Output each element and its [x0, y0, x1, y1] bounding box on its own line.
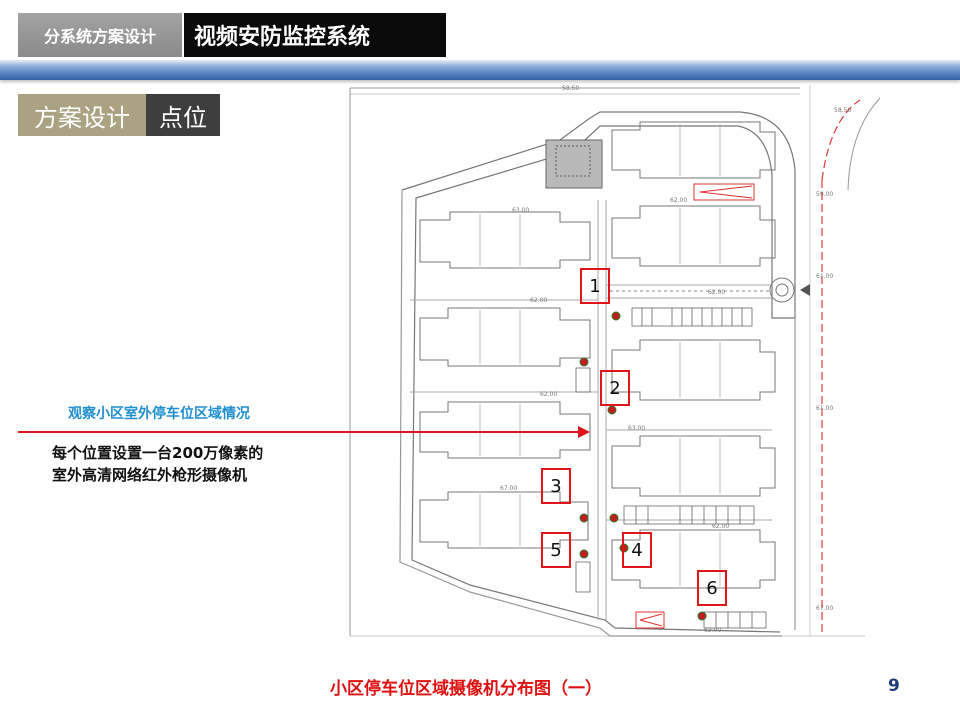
- observe-parking-label: 观察小区室外停车位区域情况: [68, 406, 250, 422]
- subsystem-label: 分系统方案设计: [18, 13, 182, 57]
- section-tab-scheme: 方案设计: [18, 94, 146, 136]
- elevation-label-6200e: 62.00: [712, 523, 729, 530]
- camera-box-6: 6: [697, 570, 727, 606]
- elevation-label-6700: 67.00: [816, 605, 833, 612]
- elevation-label-6200d: 62.00: [708, 289, 725, 296]
- camera-box-2: 2: [600, 370, 630, 406]
- camera-dots: [579, 311, 707, 621]
- elevation-label-6200c: 62.00: [670, 197, 687, 204]
- camera-spec-note: 每个位置设置一台200万像素的 室外高清网络红外枪形摄像机: [52, 442, 263, 486]
- camera-spec-line-2: 室外高清网络红外枪形摄像机: [52, 466, 248, 484]
- parking-stalls: [575, 307, 767, 629]
- elevation-label-6100b: 61.00: [816, 405, 833, 412]
- section-tab-points: 点位: [146, 94, 220, 136]
- camera-spec-line-1: 每个位置设置一台200万像素的: [52, 444, 264, 462]
- camera-box-5: 5: [541, 532, 571, 568]
- observation-arrow: [18, 426, 590, 438]
- camera-box-4: 4: [622, 532, 652, 568]
- plan-frame: [349, 87, 865, 637]
- page-number: 9: [888, 676, 900, 696]
- elevation-label-6200f: 62.00: [704, 627, 721, 634]
- internal-roads: [410, 200, 772, 620]
- building-details: [479, 124, 721, 586]
- ramp-marker: [635, 183, 755, 629]
- small-building: [545, 139, 603, 189]
- elevation-label-6300: 63.00: [512, 207, 529, 214]
- header-divider-bar: [0, 60, 960, 80]
- elevation-label-6300b: 63.00: [628, 425, 645, 432]
- camera-box-3: 3: [541, 468, 571, 504]
- figure-caption: 小区停车位区域摄像机分布图（一）: [330, 679, 602, 699]
- elevation-label-5850b: 58.50: [834, 107, 851, 114]
- system-title: 视频安防监控系统: [184, 13, 446, 57]
- residential-buildings: [419, 121, 776, 589]
- elevation-labels: 58.50 58.50 59.00 61.00 61.00 67.00 63.0…: [500, 85, 851, 634]
- elevation-label-6700b: 67.00: [500, 485, 517, 492]
- roundabout: [769, 277, 810, 303]
- outer-road: [809, 85, 881, 636]
- elevation-label-6200b: 62.00: [540, 391, 557, 398]
- camera-box-1: 1: [580, 268, 610, 304]
- elevation-label-5850: 58.50: [562, 85, 579, 92]
- elevation-label-6200: 62.00: [530, 297, 547, 304]
- elevation-label-5900: 59.00: [816, 191, 833, 198]
- elevation-label-6100: 61.00: [816, 273, 833, 280]
